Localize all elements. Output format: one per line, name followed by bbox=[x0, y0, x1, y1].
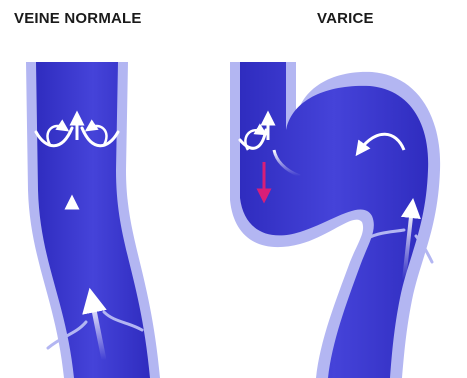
normal-vein-lumen bbox=[36, 62, 150, 378]
normal-vein bbox=[26, 62, 160, 378]
varicose-vein bbox=[230, 62, 440, 378]
